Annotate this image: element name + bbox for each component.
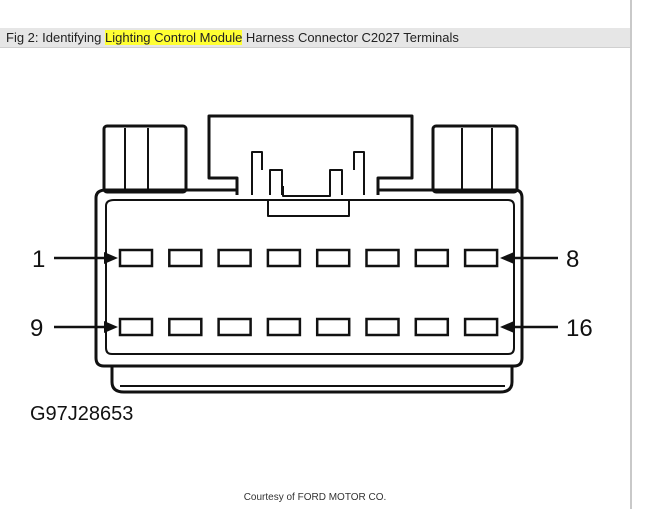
terminal-16: [463, 317, 499, 337]
terminal-2: [168, 248, 203, 268]
pin-1-arrow: [54, 252, 118, 264]
left-tower: [102, 124, 188, 194]
figure-id: G97J28653: [30, 403, 133, 425]
courtesy-credit: Courtesy of FORD MOTOR CO.: [243, 492, 387, 503]
caption-suffix: Harness Connector C2027 Terminals: [242, 30, 459, 45]
terminal-11: [217, 317, 252, 337]
latch-detail: [251, 151, 365, 197]
terminal-8: [463, 248, 499, 268]
caption-highlight: Lighting Control Module: [105, 30, 243, 45]
connector-body-inner: [105, 199, 515, 355]
connector-skirt: [110, 366, 514, 394]
terminal-cavities: [118, 248, 499, 337]
right-tower: [431, 124, 519, 194]
pin-16-arrow: [500, 321, 558, 333]
terminal-7: [414, 248, 450, 268]
pin-label-8: 8: [566, 246, 579, 273]
terminal-13: [315, 317, 351, 337]
terminal-9: [118, 317, 154, 337]
connector-diagram: 1 8 9 16 G97J28653: [30, 114, 593, 425]
terminal-10: [168, 317, 203, 337]
connector-latch: [207, 114, 414, 195]
figure-caption: Fig 2: Identifying Lighting Control Modu…: [0, 28, 630, 48]
pin-8-arrow: [500, 252, 558, 264]
terminal-4: [266, 248, 302, 268]
pin-label-9: 9: [30, 315, 43, 342]
pin-9-arrow: [54, 321, 118, 333]
terminal-6: [365, 248, 400, 268]
terminal-14: [365, 317, 400, 337]
terminal-5: [315, 248, 351, 268]
caption-prefix: Fig 2: Identifying: [6, 30, 105, 45]
terminal-1: [118, 248, 154, 268]
figure-frame: [630, 0, 632, 509]
pin-label-1: 1: [32, 246, 45, 273]
terminal-3: [217, 248, 252, 268]
connector-body-outer: [94, 188, 524, 368]
terminal-12: [266, 317, 302, 337]
terminal-15: [414, 317, 450, 337]
pin-label-16: 16: [566, 315, 593, 342]
